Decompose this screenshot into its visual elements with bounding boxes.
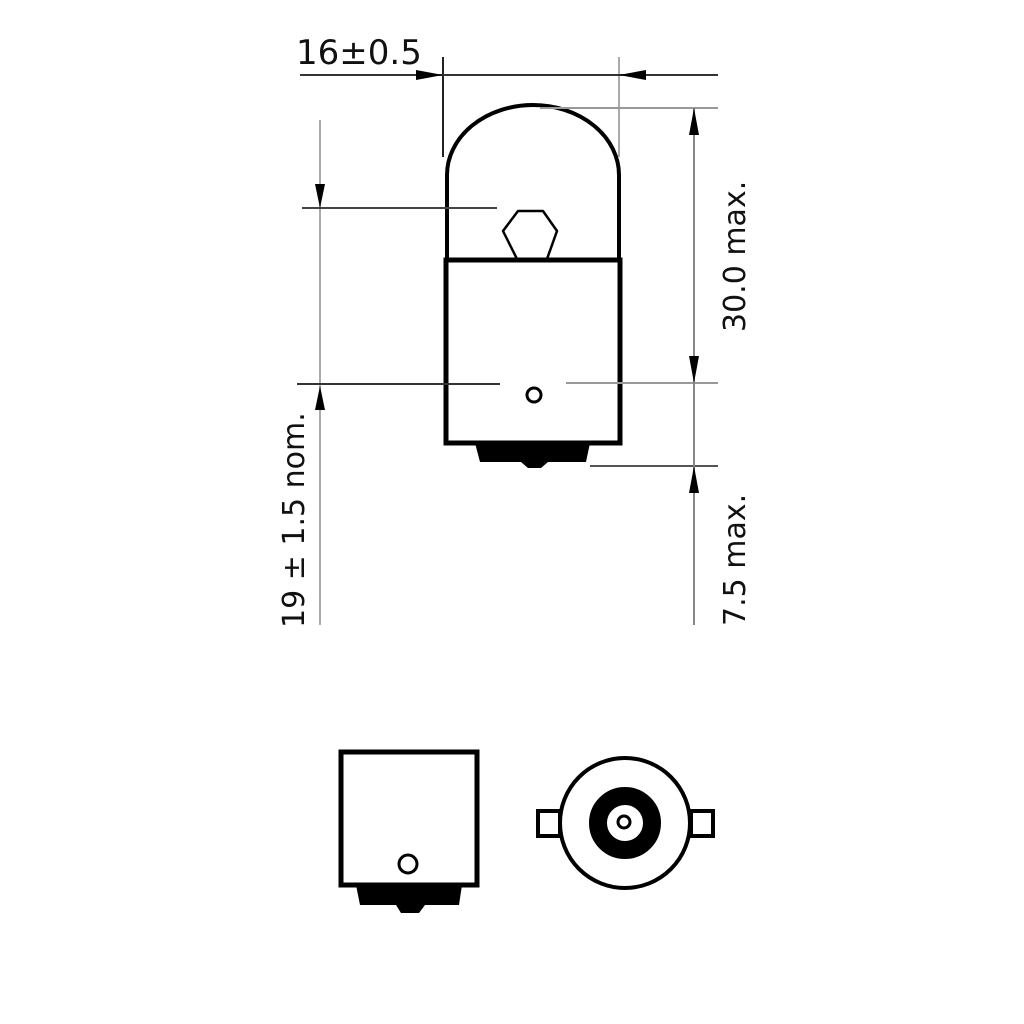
arrow-up-icon — [315, 386, 325, 410]
left-dimension: 19 ± 1.5 nom. — [277, 120, 500, 628]
glass-envelope — [445, 103, 621, 262]
light-center-label: 19 ± 1.5 nom. — [277, 412, 312, 628]
arrow-up-icon — [689, 466, 699, 493]
arrow-left-icon — [619, 70, 646, 80]
width-label: 16±0.5 — [296, 33, 422, 73]
filament — [501, 209, 559, 260]
height-label: 30.0 max. — [718, 181, 753, 332]
contact-base — [356, 885, 462, 913]
arrow-down-icon — [315, 184, 325, 208]
metal-cap — [443, 257, 623, 446]
arrow-right-icon — [416, 70, 443, 80]
arrow-up-icon — [689, 108, 699, 135]
arrow-down-icon — [689, 356, 699, 383]
right-dimensions: 30.0 max. 7.5 max. — [540, 107, 753, 626]
base-contact-label: 7.5 max. — [718, 494, 753, 626]
width-dimension: 16±0.5 — [296, 33, 718, 157]
bayonet-pin — [397, 853, 419, 875]
contact-ring — [589, 787, 661, 859]
center-contact — [616, 814, 632, 830]
bayonet-pin — [525, 386, 543, 404]
bulb-front-view — [443, 103, 623, 468]
bayonet-lug-left — [536, 809, 562, 838]
contact-base — [475, 443, 590, 468]
base-side-view — [338, 749, 480, 913]
base-bottom-view — [536, 756, 715, 890]
bayonet-lug-right — [689, 809, 715, 838]
